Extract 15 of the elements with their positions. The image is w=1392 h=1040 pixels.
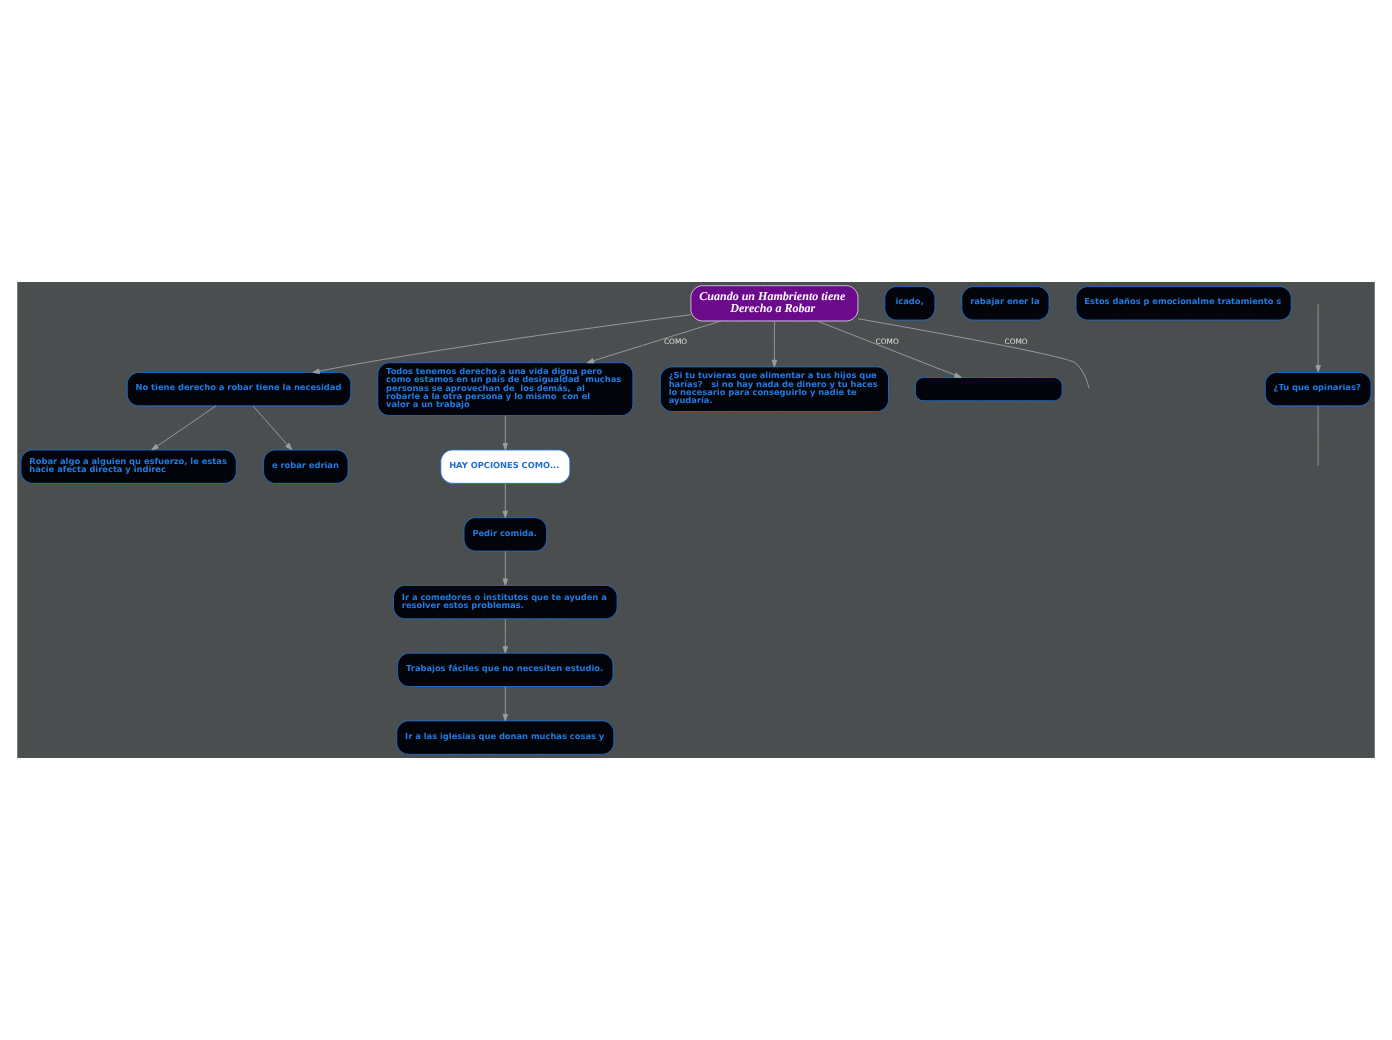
connector bbox=[857, 318, 1090, 389]
arrow bbox=[502, 415, 509, 451]
arrow bbox=[252, 405, 293, 451]
arrow bbox=[816, 320, 962, 378]
arrow bbox=[1315, 303, 1321, 373]
arrow bbox=[151, 405, 217, 451]
arrow bbox=[312, 314, 691, 374]
arrow bbox=[771, 320, 778, 368]
arrow bbox=[502, 618, 509, 654]
node-box bbox=[914, 377, 1063, 402]
connector bbox=[1317, 405, 1319, 467]
arrow bbox=[502, 686, 509, 722]
arrow bbox=[502, 483, 509, 519]
arrow bbox=[586, 320, 722, 364]
arrow bbox=[502, 550, 509, 586]
